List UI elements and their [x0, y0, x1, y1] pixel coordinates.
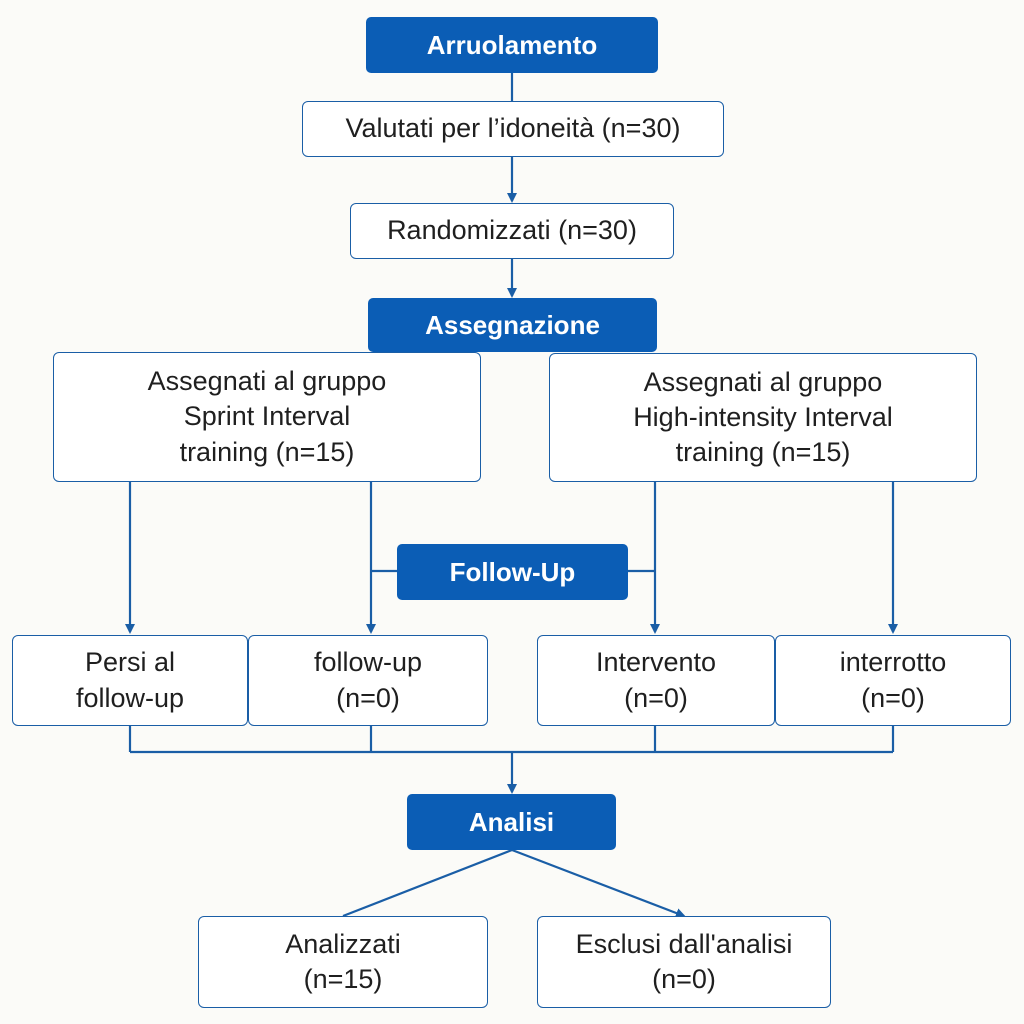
group-sit-box: Assegnati al gruppo Sprint Interval trai…: [53, 352, 481, 482]
enrollment-header: Arruolamento: [366, 17, 658, 73]
discontinued-box: interrotto (n=0): [775, 635, 1011, 726]
analysis-header: Analisi: [407, 794, 616, 850]
assessed-box: Valutati per l’idoneità (n=30): [302, 101, 724, 157]
excluded-box: Esclusi dall'analisi (n=0): [537, 916, 831, 1008]
lost-followup-box: Persi al follow-up: [12, 635, 248, 726]
analyzed-box: Analizzati (n=15): [198, 916, 488, 1008]
intervention-box: Intervento (n=0): [537, 635, 775, 726]
allocation-header: Assegnazione: [368, 298, 657, 352]
followup-count-box: follow-up (n=0): [248, 635, 488, 726]
followup-header: Follow-Up: [397, 544, 628, 600]
randomized-box: Randomizzati (n=30): [350, 203, 674, 259]
group-hiit-box: Assegnati al gruppo High-intensity Inter…: [549, 353, 977, 482]
